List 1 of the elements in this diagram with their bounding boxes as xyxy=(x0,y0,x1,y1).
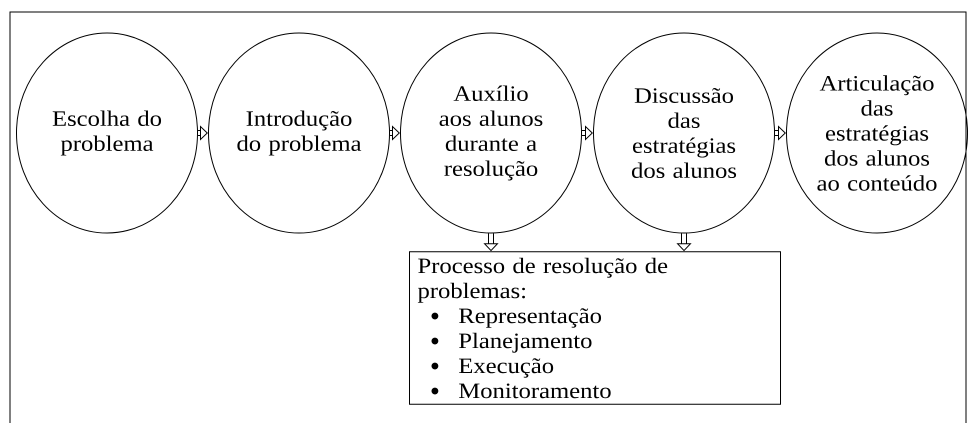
process-box: Processo de resolução de problemas: Representação Planejamento Execução Monitoramento xyxy=(409,251,781,405)
